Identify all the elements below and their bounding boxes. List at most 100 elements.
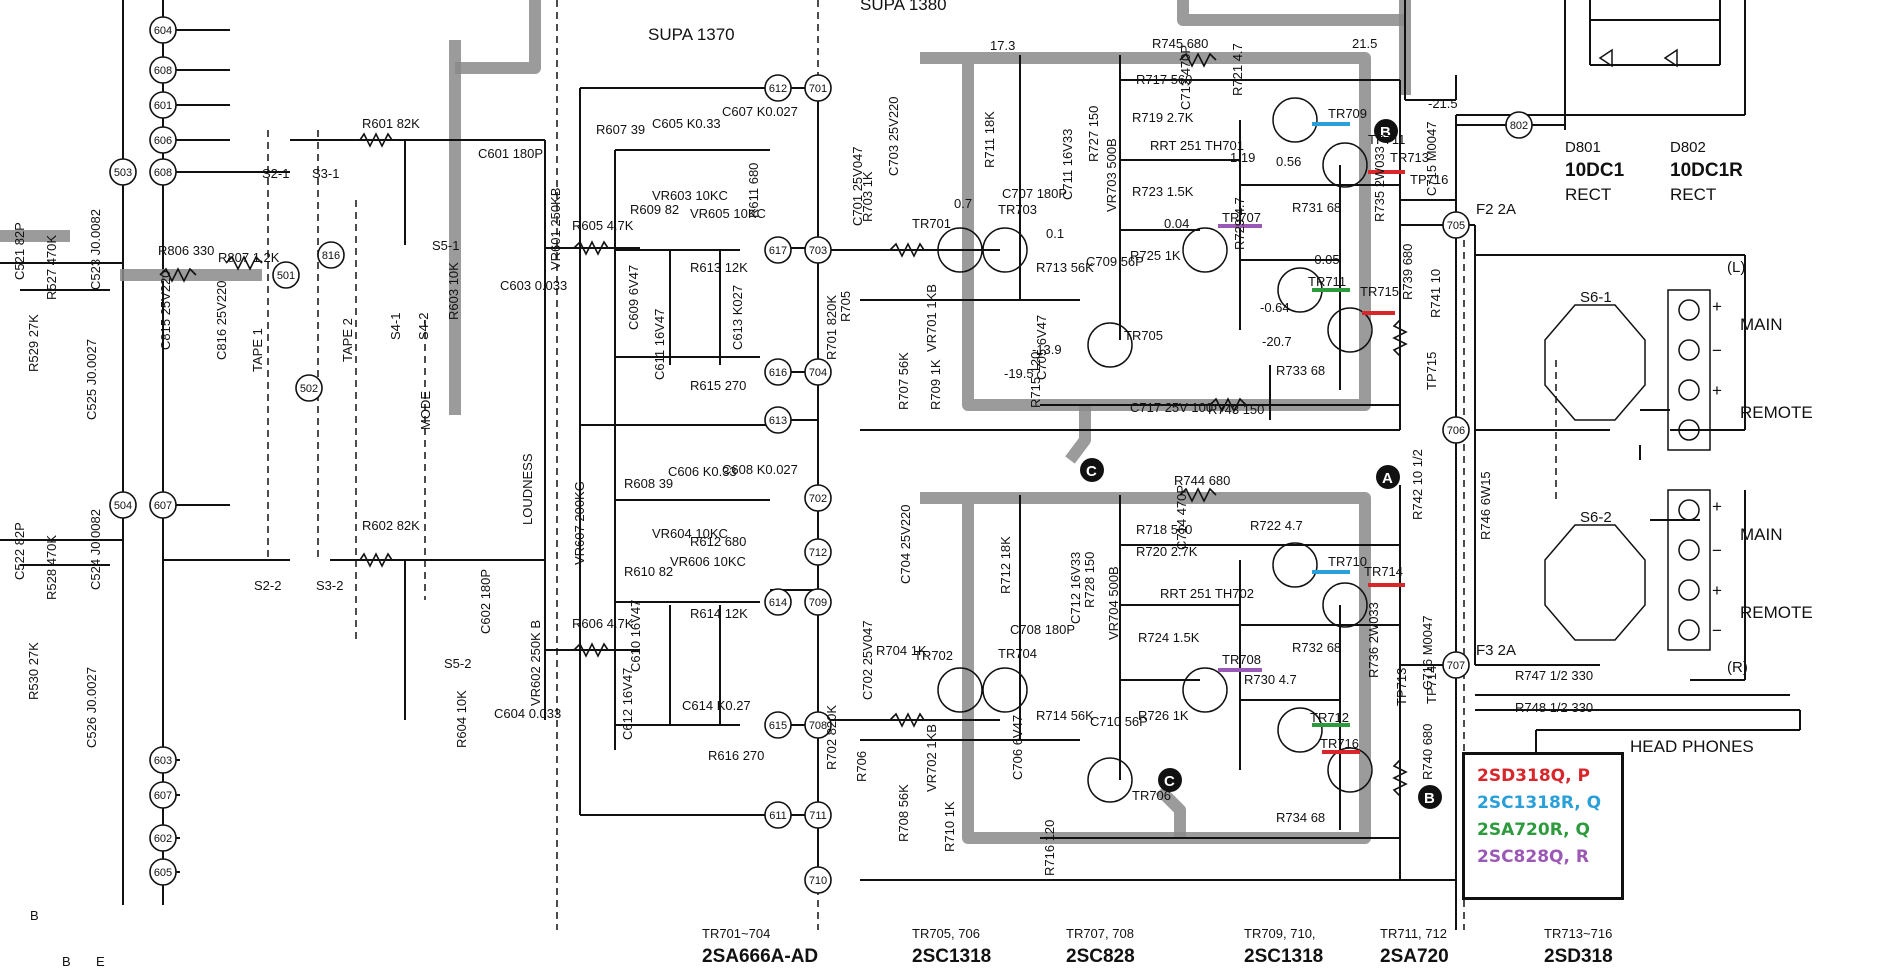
label-r607: R607 39: [596, 122, 645, 137]
main-label-2: MAIN: [1740, 525, 1783, 544]
e-tag: E: [96, 954, 105, 969]
label-tp715: TP715: [1424, 352, 1439, 390]
node-706: 706: [1442, 416, 1470, 444]
node-601: 601: [149, 91, 177, 119]
label-c601: C601 180P: [478, 146, 543, 161]
label-c611: C611 16V47: [652, 309, 667, 380]
label-tr703: TR703: [998, 202, 1037, 217]
label-vr606: VR606 10KC: [670, 554, 746, 569]
section-label-supa1380: SUPA 1380: [860, 0, 947, 14]
label-tr704: TR704: [998, 646, 1037, 661]
mark-c-1: C: [1086, 463, 1097, 480]
svg-text:607: 607: [154, 790, 172, 802]
svg-text:706: 706: [1447, 425, 1465, 437]
svg-text:802: 802: [1510, 120, 1528, 132]
label-r739: R739 680: [1400, 244, 1415, 300]
svg-text:702: 702: [809, 493, 827, 505]
node-612: 612: [764, 74, 792, 102]
label-s52: S5-2: [444, 656, 471, 671]
label-r748: R748 1/2 330: [1515, 700, 1593, 715]
label-r729: R729 4.7: [1232, 197, 1247, 250]
type-markers: [1218, 122, 1405, 754]
label-c713: C713 470P: [1178, 45, 1193, 110]
node-613: 613: [764, 406, 792, 434]
label-c714: C714 470P: [1174, 485, 1189, 550]
label-c705: C705 6V47: [1034, 315, 1049, 380]
label-s41: S4-1: [388, 313, 403, 340]
svg-text:501: 501: [277, 270, 295, 282]
label-r726: R726 1K: [1138, 708, 1189, 723]
label-c816: C816 25V220: [214, 280, 229, 360]
rect-1: RECT: [1565, 185, 1611, 204]
tr-group-5: TR711, 712: [1380, 926, 1447, 941]
label-r745: R745 680: [1152, 36, 1208, 51]
label-c521: C521 82P: [12, 222, 27, 280]
label-tape1: TAPE 1: [250, 328, 265, 372]
svg-text:701: 701: [809, 83, 827, 95]
plus-2: +: [1712, 381, 1722, 400]
label-r705: R705: [838, 291, 853, 322]
node-709: 709: [804, 588, 832, 616]
label-tp716: TP716: [1410, 172, 1448, 187]
label-r605: R605 4.7K: [572, 218, 634, 233]
b-tag: B: [30, 908, 39, 923]
minus-1: −: [1712, 341, 1722, 360]
label-tr715: TR715: [1360, 284, 1399, 299]
label-c701: C701 25V047: [850, 146, 865, 226]
label-r701: R701 820K: [824, 295, 839, 360]
svg-text:704: 704: [809, 367, 827, 379]
label-r708: R708 56K: [896, 784, 911, 842]
svg-text:608: 608: [154, 65, 172, 77]
label-r725: R725 1K: [1130, 248, 1181, 263]
label-tr712: TR712: [1310, 710, 1349, 725]
label-c715: C715 M0047: [1424, 122, 1439, 196]
label-r527: R527 470K: [44, 235, 59, 300]
label-r711: R711 18K: [982, 111, 997, 168]
node-602: 602: [149, 824, 177, 852]
node-606: 606: [149, 126, 177, 154]
label-c707: C707 180P: [1002, 186, 1067, 201]
node-608: 608: [149, 56, 177, 84]
resistors: [159, 52, 1408, 797]
svg-text:504: 504: [114, 500, 132, 512]
label-r702: R702 820K: [824, 705, 839, 770]
label-r601: R601 82K: [362, 116, 420, 131]
label-tr706: TR706: [1132, 788, 1171, 803]
label-v005: -0.05: [1310, 252, 1340, 267]
svg-text:705: 705: [1447, 220, 1465, 232]
label-r712: R712 18K: [998, 536, 1013, 594]
label-r610: R610 82: [624, 564, 673, 579]
label-c523: C523 J0.0082: [88, 209, 103, 290]
marker-letters: B A C C B: [1080, 119, 1442, 809]
node-605: 605: [149, 858, 177, 886]
plus-3: +: [1712, 497, 1722, 516]
label-r710: R710 1K: [942, 801, 957, 852]
label-r722: R722 4.7: [1250, 518, 1303, 533]
label-c613: C613 K027: [730, 285, 745, 350]
label-r736: R736 2W033: [1366, 602, 1381, 678]
d802-type: 10DC1R: [1670, 160, 1743, 181]
label-c708: C708 180P: [1010, 622, 1075, 637]
tr-group-3: TR707, 708: [1066, 926, 1134, 941]
label-c603: C603 0.033: [500, 278, 567, 293]
tr-group-1: TR701~704: [702, 926, 770, 941]
svg-text:503: 503: [114, 167, 132, 179]
label-tp711: TP711: [1368, 132, 1405, 147]
legend-item-1: 2SD318Q, P: [1477, 766, 1590, 786]
rect-2: RECT: [1670, 185, 1716, 204]
node-707: 707: [1442, 651, 1470, 679]
node-703: 703: [804, 236, 832, 264]
legend-item-3: 2SA720R, Q: [1477, 820, 1590, 840]
legend-item-4: 2SC828Q, R: [1477, 847, 1589, 867]
label-c605: C605 K0.33: [652, 116, 721, 131]
s6-1-label: S6-1: [1580, 289, 1612, 306]
label-tr711: TR711: [1308, 274, 1346, 289]
mark-a: A: [1382, 470, 1393, 487]
label-v004: 0.04: [1164, 216, 1189, 231]
label-c706: C706 6V47: [1010, 715, 1025, 780]
label-c709: C709 56P: [1086, 254, 1144, 269]
svg-text:614: 614: [769, 597, 787, 609]
label-loudness: LOUDNESS: [520, 453, 535, 525]
node-802: 802: [1505, 111, 1533, 139]
svg-text:703: 703: [809, 245, 827, 257]
